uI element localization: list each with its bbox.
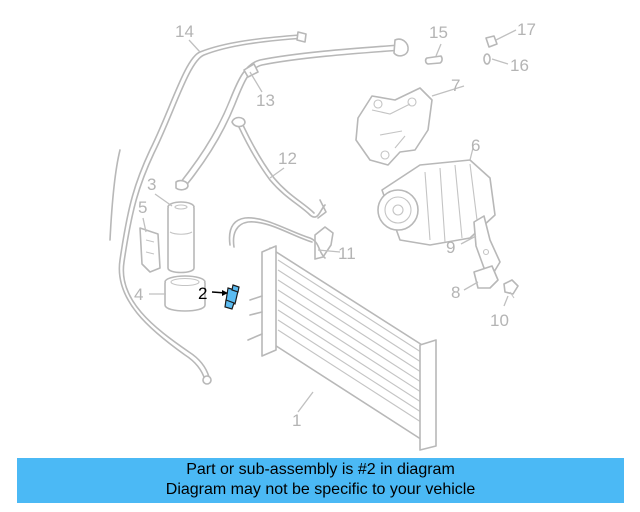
- callout-10: 10: [490, 311, 509, 330]
- callout-17: 17: [517, 20, 536, 39]
- callout-15: 15: [429, 23, 448, 42]
- part-4-cover: [164, 275, 206, 312]
- ac-parts-diagram: 1 2 3 4 5 6 7 8 9 10 11 12 13 14 15 16 1…: [109, 20, 536, 451]
- callout-11: 11: [338, 244, 356, 263]
- banner-line-disclaimer: Diagram may not be specific to your vehi…: [165, 481, 476, 498]
- leader-lines: [142, 29, 517, 413]
- part-12-hose: [231, 116, 327, 219]
- callout-14: 14: [175, 22, 194, 41]
- part-15-fitting: [424, 55, 443, 65]
- part-17-cap: [485, 35, 498, 48]
- callout-13: 13: [256, 91, 275, 110]
- part-14-hose: [109, 31, 307, 385]
- info-banner: Part or sub-assembly is #2 in diagram Di…: [17, 458, 624, 503]
- callout-5: 5: [138, 198, 147, 217]
- callout-2: 2: [198, 284, 207, 303]
- part-8-bracket: [473, 265, 499, 289]
- callout-4: 4: [134, 285, 143, 304]
- part-1-condenser: [247, 245, 437, 451]
- callout-16: 16: [510, 56, 529, 75]
- part-16-o-ring: [483, 53, 491, 65]
- part-2-pressure-switch: [224, 284, 240, 310]
- callout-6: 6: [471, 136, 480, 155]
- callout-7: 7: [451, 76, 460, 95]
- callout-1: 1: [292, 411, 301, 430]
- part-6-compressor: [377, 159, 496, 246]
- part-10-bolt: [503, 279, 519, 299]
- callout-12: 12: [278, 149, 297, 168]
- part-13-hose: [175, 38, 409, 191]
- part-3-receiver-drier: [167, 201, 195, 274]
- part-9-bracket: [473, 215, 501, 273]
- part-5-bracket: [139, 227, 161, 273]
- callout-9: 9: [446, 238, 455, 257]
- part-2-leader-arrow: [211, 290, 228, 296]
- banner-line-part: Part or sub-assembly is #2 in diagram: [186, 461, 455, 478]
- callout-8: 8: [451, 283, 460, 302]
- part-7-compressor-bracket: [355, 87, 433, 166]
- callout-3: 3: [147, 175, 156, 194]
- part-11-pipe: [228, 217, 334, 260]
